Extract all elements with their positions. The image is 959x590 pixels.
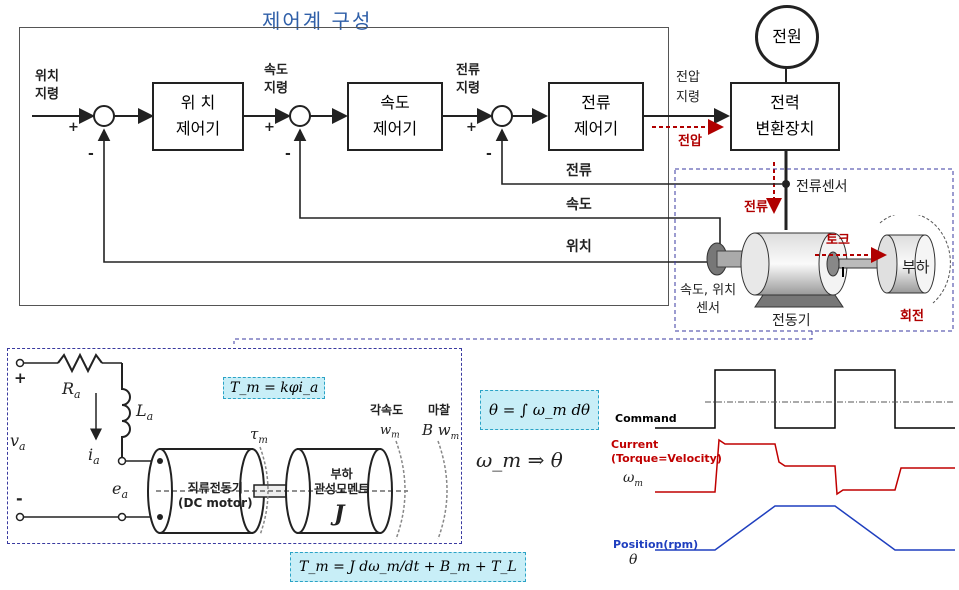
load-inertia-line1: 부하 xyxy=(330,467,353,481)
controller-frame xyxy=(19,27,669,306)
current-line2: (Torque=Velocity) xyxy=(611,452,722,465)
plus-sign-2: + xyxy=(264,120,275,135)
theta-label: θ xyxy=(629,552,638,568)
power-source-circle: 전원 xyxy=(755,5,819,69)
dc-motor-line1: 직류전동기 xyxy=(187,481,243,495)
position-controller-block: 위 치 제어기 xyxy=(152,82,244,151)
current-line1: Current xyxy=(611,438,659,451)
current-waveform xyxy=(655,438,955,496)
current-command-label: 전류 지령 xyxy=(456,62,480,98)
power-converter-line2: 변환장치 xyxy=(755,119,815,138)
omega-m-label: ωm xyxy=(623,470,643,489)
position-command-line2: 지령 xyxy=(35,87,59,102)
feedback-speed-label: 속도 xyxy=(566,197,592,213)
position-command-label: 위치 지령 xyxy=(35,68,59,104)
ra-label: Ra xyxy=(62,379,81,402)
position-controller-line1: 위 치 xyxy=(180,93,216,112)
circuit-minus: - xyxy=(16,489,23,508)
speed-controller-line1: 속도 xyxy=(380,93,410,112)
dc-motor-line2: (DC motor) xyxy=(178,496,253,510)
wm-label: wm xyxy=(380,423,400,441)
power-converter-line1: 전력 xyxy=(770,93,800,112)
plus-sign-1: + xyxy=(68,120,79,135)
bwm-label: B wm xyxy=(422,421,460,442)
la-label: La xyxy=(136,401,154,424)
speed-controller-line2: 제어기 xyxy=(372,119,418,138)
current-command-line1: 전류 xyxy=(456,63,480,78)
current-controller-line2: 제어기 xyxy=(573,119,619,138)
waveform-plot xyxy=(655,369,955,551)
power-source-label: 전원 xyxy=(772,27,802,46)
current-controller-line1: 전류 xyxy=(581,93,611,112)
motor-label: 전동기 xyxy=(772,313,811,329)
sensor-line1: 속도, 위치 xyxy=(680,283,737,298)
load-inertia-line2: 관성모멘트 xyxy=(314,482,370,496)
voltage-command-label: 전압 지령 xyxy=(676,68,700,108)
plus-sign-3: + xyxy=(466,120,477,135)
angular-speed-label: 각속도 xyxy=(370,403,404,417)
inertia-j: J xyxy=(334,501,345,527)
minus-sign-1: - xyxy=(88,146,94,162)
friction-label: 마찰 xyxy=(428,403,451,417)
waveform-panel: Command Current (Torque=Velocity) ωm Pos… xyxy=(605,360,959,590)
current-controller-block: 전류 제어기 xyxy=(548,82,644,151)
voltage-red-label: 전압 xyxy=(678,134,702,149)
motor-illustration xyxy=(706,215,951,308)
dynamics-equation: T_m = J dω_m/dt + B_m + T_L xyxy=(290,552,526,582)
speed-command-label: 속도 지령 xyxy=(264,62,288,98)
power-converter-block: 전력 변환장치 xyxy=(730,82,840,151)
feedback-current-label: 전류 xyxy=(566,163,592,179)
current-sensor-label: 전류센서 xyxy=(796,179,848,195)
circuit-wiring xyxy=(15,352,448,540)
speed-command-line1: 속도 xyxy=(264,63,288,78)
sensor-line2: 센서 xyxy=(696,301,721,316)
control-wiring xyxy=(32,66,954,332)
tau-label: τm xyxy=(250,425,268,446)
voltage-command-line2: 지령 xyxy=(676,90,700,105)
minus-sign-3: - xyxy=(486,146,492,162)
ea-label: ea xyxy=(112,479,129,502)
speed-command-line2: 지령 xyxy=(264,81,288,96)
omega-implies-theta: ω_m ⇒ θ xyxy=(476,448,563,472)
command-label: Command xyxy=(615,412,677,425)
load-inertia-label: 부하 관성모멘트 xyxy=(314,467,369,497)
command-waveform xyxy=(655,369,955,429)
control-system-diagram: 제어계 구성 위 치 xyxy=(19,5,954,332)
speed-controller-block: 속도 제어기 xyxy=(347,82,443,151)
voltage-command-line1: 전압 xyxy=(676,70,700,85)
ia-label: ia xyxy=(88,445,100,468)
position-command-line1: 위치 xyxy=(35,69,59,84)
position-controller-line2: 제어기 xyxy=(175,119,221,138)
load-label: 부하 xyxy=(902,258,930,276)
va-label: va xyxy=(10,431,26,454)
theta-equation: θ = ∫ ω_m dθ xyxy=(480,390,600,430)
current-red-label: 전류 xyxy=(744,200,768,215)
current-command-line2: 지령 xyxy=(456,81,480,96)
torque-red-label: 토크 xyxy=(826,233,850,248)
minus-sign-2: - xyxy=(285,146,291,162)
dc-motor-label: 직류전동기 (DC motor) xyxy=(178,481,253,511)
rotation-label: 회전 xyxy=(900,309,924,324)
torque-equation: T_m = kφi_a xyxy=(223,377,326,399)
current-label: Current (Torque=Velocity) xyxy=(611,438,722,466)
speed-position-sensor-label: 속도, 위치 센서 xyxy=(680,282,736,318)
feedback-position-label: 위치 xyxy=(566,239,592,255)
dc-motor-circuit: + - va Ra La ia ea 직류전동기 (DC motor) 부하 관… xyxy=(7,348,462,544)
page-title: 제어계 구성 xyxy=(262,9,373,33)
position-label: Position(rpm) xyxy=(613,538,699,551)
circuit-plus: + xyxy=(14,369,27,387)
position-waveform xyxy=(655,505,955,551)
